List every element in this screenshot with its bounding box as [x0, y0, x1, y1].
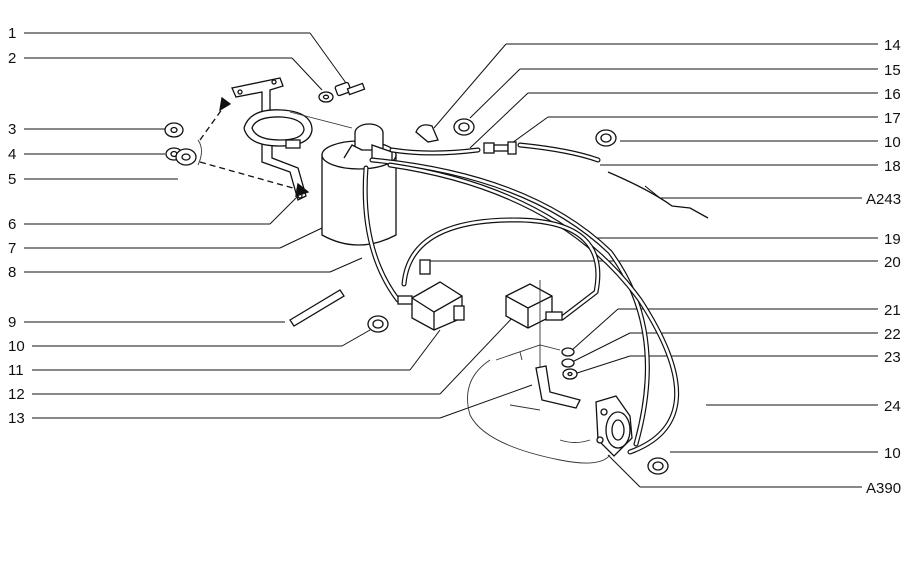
callout-15: 15 — [884, 62, 901, 79]
hose-clip — [415, 124, 439, 143]
solenoid-valve — [505, 280, 563, 370]
pipe-A243 — [607, 171, 709, 219]
callout-16: 16 — [884, 86, 901, 103]
callout-14: 14 — [884, 37, 901, 54]
callout-10-top-right: 10 — [884, 134, 901, 151]
callout-18: 18 — [884, 158, 901, 175]
hose-clamp-10-left — [367, 315, 389, 333]
cutoff-valve — [397, 281, 465, 331]
hose-clamp-10-top — [595, 129, 617, 147]
hose-connector — [483, 141, 517, 155]
callout-2: 2 — [8, 50, 16, 67]
callout-3: 3 — [8, 121, 16, 138]
bushings — [164, 122, 202, 166]
callout-7: 7 — [8, 240, 16, 257]
callout-12: 12 — [8, 386, 25, 403]
throttle-body — [595, 395, 633, 457]
callout-9: 9 — [8, 314, 16, 331]
callout-A243: A243 — [866, 191, 901, 208]
callout-22: 22 — [884, 326, 901, 343]
callout-8: 8 — [8, 264, 16, 281]
callout-6: 6 — [8, 216, 16, 233]
callout-4: 4 — [8, 146, 16, 163]
callout-11: 11 — [8, 362, 24, 379]
bolt — [334, 81, 366, 97]
callout-23: 23 — [884, 349, 901, 366]
callout-10-left: 10 — [8, 338, 25, 355]
hose-clamp-10-bottom — [647, 457, 669, 475]
nuts-washers — [561, 347, 578, 380]
charcoal-canister — [321, 123, 397, 246]
canister-bracket — [231, 77, 313, 201]
callout-24: 24 — [884, 398, 901, 415]
washer — [318, 91, 334, 103]
intake-manifold-outline — [467, 344, 611, 464]
hose-clamp-15 — [453, 118, 475, 136]
callout-17: 17 — [884, 110, 901, 127]
left-callouts: 1 2 3 4 5 6 7 8 9 10 11 12 13 — [8, 25, 533, 427]
callout-13: 13 — [8, 410, 25, 427]
callout-1: 1 — [8, 25, 16, 42]
callout-21: 21 — [884, 302, 901, 319]
callout-19: 19 — [884, 231, 901, 248]
mounting-strap — [289, 289, 345, 327]
callout-10-bottom-right: 10 — [884, 445, 901, 462]
right-callouts: 14 15 16 17 10 18 A243 19 20 21 22 23 24… — [430, 37, 901, 497]
assembly-arrows — [199, 96, 353, 197]
callout-A390: A390 — [866, 480, 901, 497]
parts-drawing — [164, 77, 709, 475]
valve-bracket — [535, 365, 581, 409]
hoses — [362, 142, 680, 455]
callout-20: 20 — [884, 254, 901, 271]
callout-5: 5 — [8, 171, 16, 188]
small-clip — [419, 259, 431, 275]
